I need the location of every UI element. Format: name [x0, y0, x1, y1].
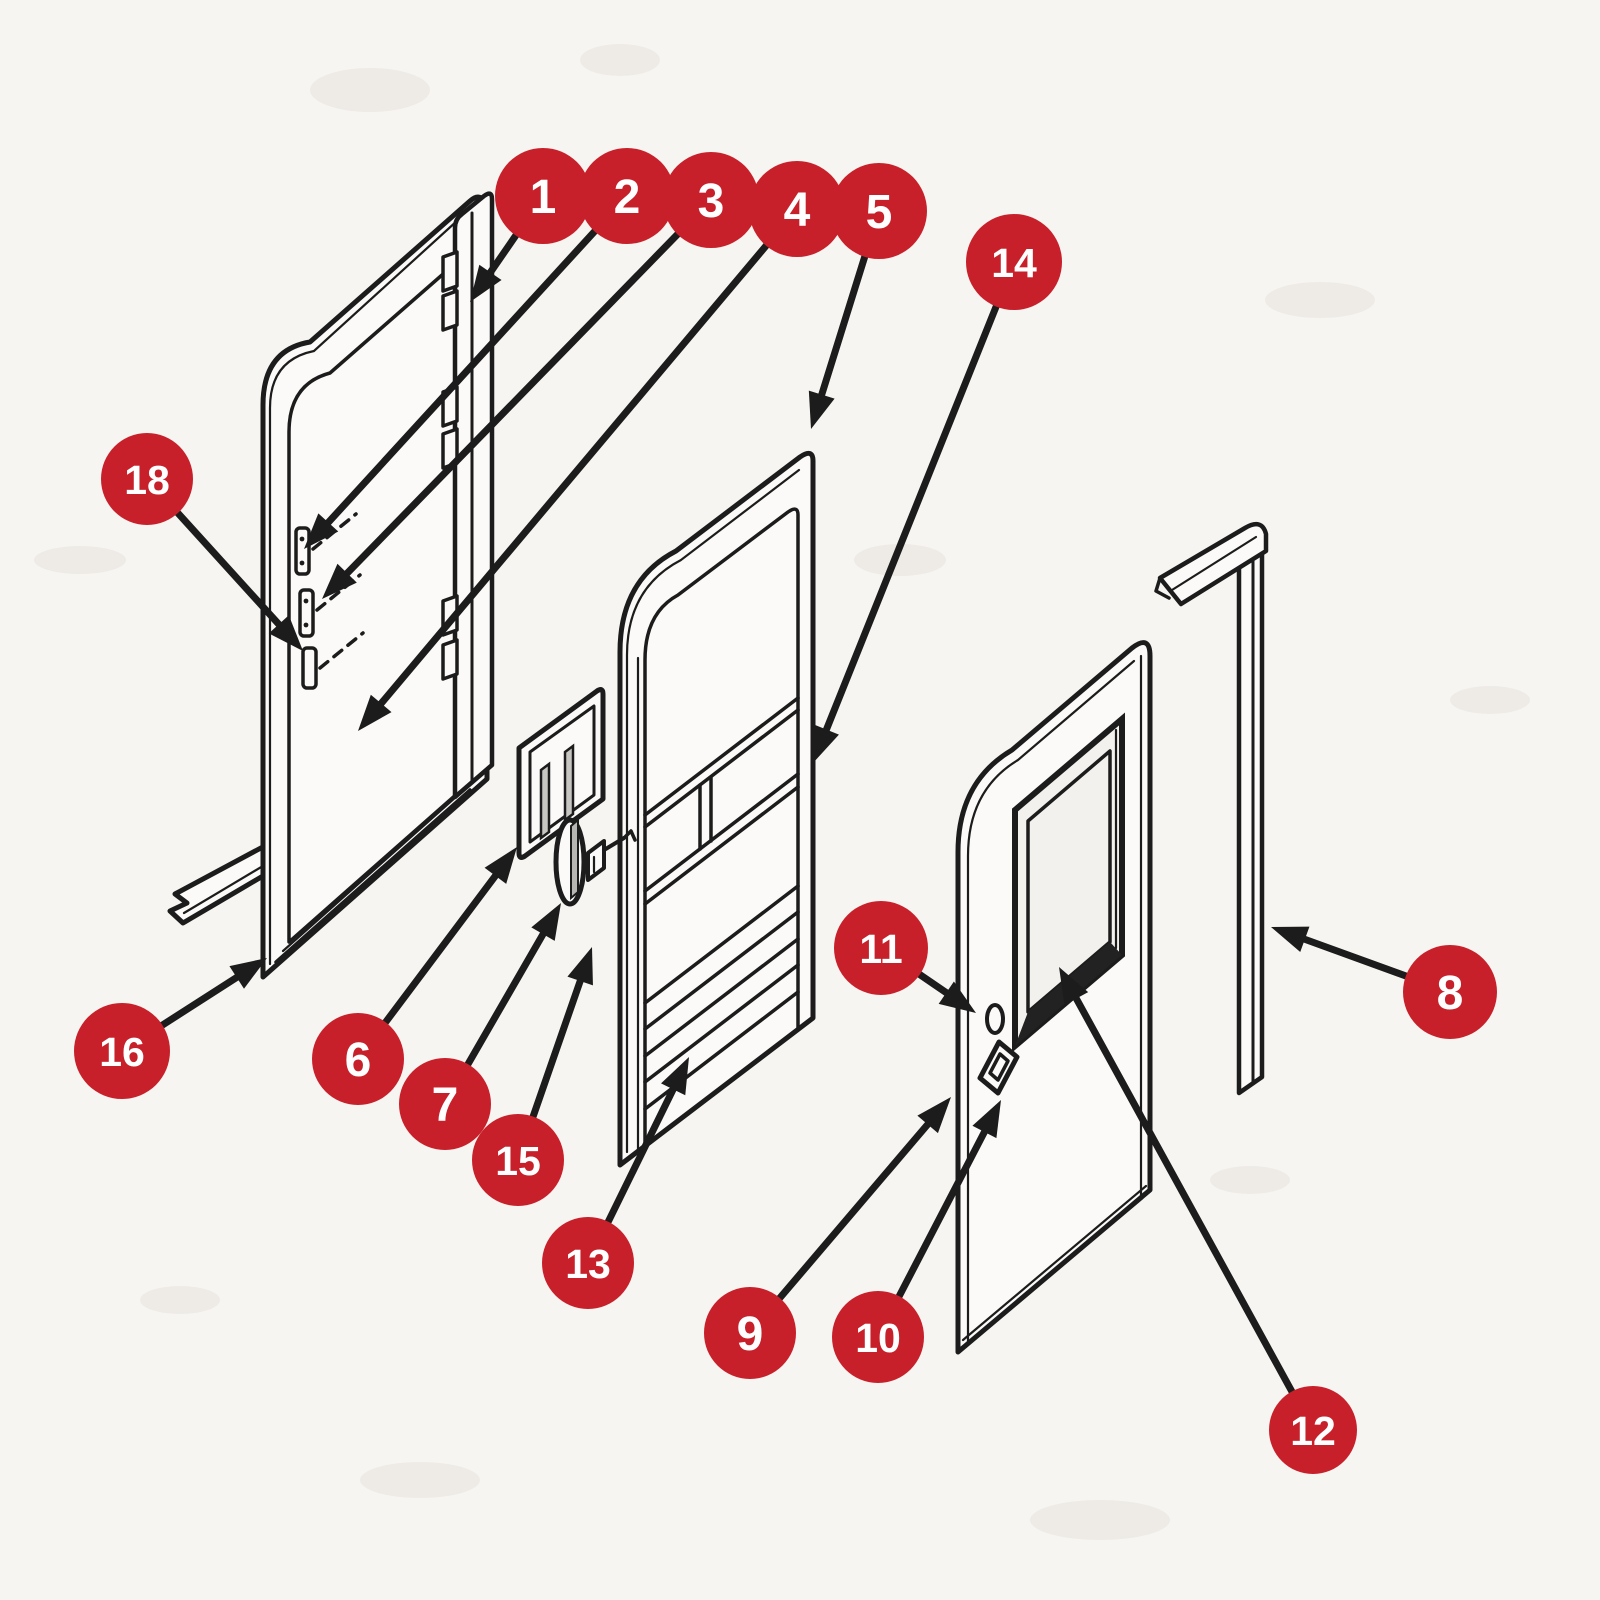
callout-badge-5[interactable]: 5: [831, 163, 927, 259]
callout-arrowhead-10: [972, 1100, 1001, 1139]
callout-badge-12[interactable]: 12: [1269, 1386, 1357, 1474]
callout-arrowhead-14: [813, 724, 839, 763]
callout-circle-9[interactable]: [704, 1287, 796, 1379]
callout-badge-6[interactable]: 6: [312, 1013, 404, 1105]
callout-circle-1[interactable]: [495, 148, 591, 244]
callout-arrowhead-18: [268, 615, 303, 651]
callout-number-18: 18: [124, 457, 170, 503]
callout-arrow-9: [746, 1116, 936, 1337]
callout-arrow-2: [320, 192, 631, 531]
callout-circle-10[interactable]: [832, 1291, 924, 1383]
callout-badge-7[interactable]: 7: [399, 1058, 491, 1150]
callout-arrowhead-5: [808, 390, 835, 429]
callout-arrowhead-13: [661, 1057, 689, 1096]
callout-badge-2[interactable]: 2: [579, 148, 675, 244]
callout-circle-11[interactable]: [834, 901, 928, 995]
callout-arrowhead-9: [917, 1097, 951, 1134]
deadbolt-hole: [985, 1003, 1005, 1035]
callout-arrowhead-15: [567, 947, 593, 986]
callout-number-15: 15: [495, 1138, 541, 1184]
callout-circle-15[interactable]: [472, 1114, 564, 1206]
callout-badge-15[interactable]: 15: [472, 1114, 564, 1206]
callout-arrowhead-2: [304, 513, 339, 549]
callout-circle-18[interactable]: [101, 433, 193, 525]
callout-arrowhead-16: [229, 958, 267, 989]
callout-badge-14[interactable]: 14: [966, 214, 1062, 310]
entry-door: [955, 640, 1153, 1355]
callout-number-4: 4: [784, 184, 811, 237]
retainer-trim: [1154, 521, 1269, 1096]
callout-circle-14[interactable]: [966, 214, 1062, 310]
callout-badge-10[interactable]: 10: [832, 1291, 924, 1383]
callout-number-6: 6: [345, 1034, 372, 1087]
callout-circle-13[interactable]: [542, 1217, 634, 1309]
screen-door-rails: [643, 696, 800, 1111]
door-frame: [260, 194, 490, 980]
screen-door: [617, 450, 816, 1168]
callout-arrowhead-11: [938, 981, 976, 1013]
callout-number-2: 2: [614, 171, 641, 224]
callout-circle-5[interactable]: [831, 163, 927, 259]
callout-number-11: 11: [859, 926, 902, 972]
callout-number-7: 7: [432, 1079, 459, 1132]
callout-arrowhead-4: [358, 694, 392, 731]
callout-number-8: 8: [1437, 967, 1464, 1020]
callout-badge-11[interactable]: 11: [834, 901, 928, 995]
callout-arrowhead-8: [1271, 926, 1310, 952]
callout-arrowhead-1: [470, 264, 502, 302]
latch-plate: [516, 687, 606, 860]
callout-number-1: 1: [530, 171, 557, 224]
callout-badge-1[interactable]: 1: [495, 148, 591, 244]
callout-circle-7[interactable]: [399, 1058, 491, 1150]
callout-circle-8[interactable]: [1403, 945, 1497, 1039]
callout-circle-16[interactable]: [74, 1003, 170, 1099]
callout-badge-18[interactable]: 18: [101, 433, 193, 525]
callout-badge-8[interactable]: 8: [1403, 945, 1497, 1039]
callout-arrowhead-12: [1059, 967, 1089, 1006]
callout-circle-2[interactable]: [579, 148, 675, 244]
callout-badge-4[interactable]: 4: [749, 161, 845, 257]
callout-badge-13[interactable]: 13: [542, 1217, 634, 1309]
callout-circle-4[interactable]: [749, 161, 845, 257]
callout-badge-3[interactable]: 3: [663, 152, 759, 248]
lock-plate: [977, 1039, 1020, 1096]
latch-lens: [553, 817, 587, 907]
callout-badge-9[interactable]: 9: [704, 1287, 796, 1379]
callout-circle-3[interactable]: [663, 152, 759, 248]
callout-arrowhead-3: [322, 563, 357, 599]
callout-number-16: 16: [99, 1029, 145, 1075]
callout-number-5: 5: [866, 186, 893, 239]
hinge-leaf-set: [294, 512, 365, 690]
callout-number-3: 3: [698, 175, 725, 228]
callout-number-9: 9: [737, 1308, 764, 1361]
callout-arrowhead-6: [484, 847, 517, 884]
callout-circle-12[interactable]: [1269, 1386, 1357, 1474]
callout-arrow-14: [820, 258, 1018, 739]
callout-number-12: 12: [1290, 1408, 1336, 1454]
callout-badge-16[interactable]: 16: [74, 1003, 170, 1099]
callout-number-13: 13: [565, 1241, 611, 1287]
callout-number-10: 10: [855, 1315, 901, 1361]
callout-arrow-12: [1069, 989, 1317, 1434]
paper-texture: [34, 44, 1530, 1540]
callout-arrow-4: [373, 205, 801, 712]
callout-number-14: 14: [991, 240, 1037, 286]
callout-arrow-3: [339, 196, 715, 582]
latch-key: [586, 829, 637, 882]
callout-arrowhead-7: [531, 903, 561, 941]
callout-circle-6[interactable]: [312, 1013, 404, 1105]
